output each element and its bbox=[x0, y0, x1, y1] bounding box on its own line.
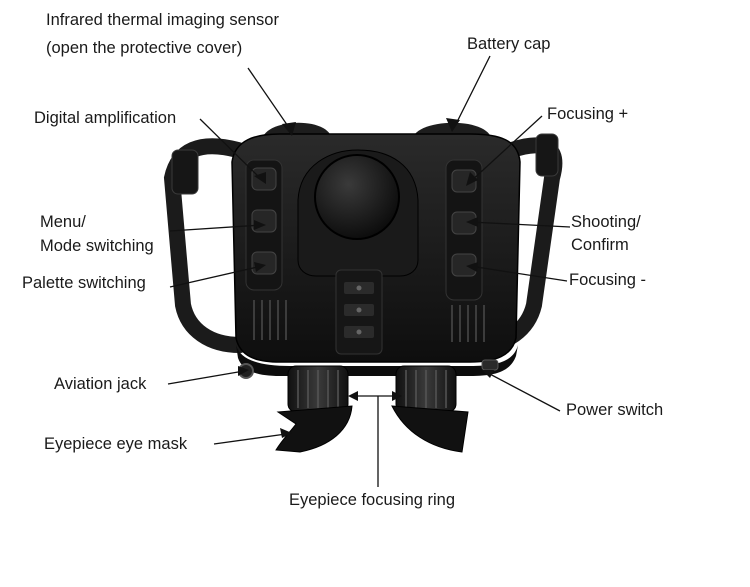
label-digital-amplification: Digital amplification bbox=[34, 109, 177, 127]
label-eyepiece-eye-mask: Eyepiece eye mask bbox=[44, 435, 188, 453]
label-focusing-minus: Focusing - bbox=[569, 271, 647, 289]
label-focusing-plus: Focusing + bbox=[547, 105, 629, 123]
label-menu-line2: Mode switching bbox=[40, 237, 154, 255]
leader-focusing-minus bbox=[469, 265, 568, 282]
right-strap-buckle bbox=[535, 133, 559, 177]
left-grip-ribs bbox=[253, 300, 287, 340]
label-sensor-line2: (open the protective cover) bbox=[46, 39, 243, 57]
leader-battery bbox=[453, 55, 491, 129]
label-sensor-line1: Infrared thermal imaging sensor bbox=[46, 11, 279, 29]
label-palette-switching: Palette switching bbox=[22, 274, 146, 292]
label-power-switch: Power switch bbox=[566, 401, 664, 419]
leader-shooting bbox=[469, 221, 571, 228]
leader-arrowheads bbox=[238, 118, 494, 438]
right-ring-knurl bbox=[405, 370, 447, 408]
label-aviation-jack: Aviation jack bbox=[54, 375, 147, 393]
leader-power-switch bbox=[485, 371, 561, 412]
label-shooting-line2: Confirm bbox=[571, 236, 629, 254]
leader-focusing-plus bbox=[469, 115, 543, 183]
label-shooting-line1: Shooting/ bbox=[571, 213, 641, 231]
leader-aviation-jack bbox=[167, 370, 245, 385]
leader-eye-mask bbox=[213, 433, 287, 445]
leader-sensor bbox=[247, 67, 293, 133]
right-eye-mask bbox=[391, 405, 469, 453]
left-strap-buckle bbox=[171, 149, 199, 195]
right-grip-ribs bbox=[451, 305, 485, 342]
sensor-lens bbox=[314, 154, 400, 240]
power-switch-knob bbox=[481, 359, 499, 371]
leader-menu bbox=[169, 224, 263, 232]
label-menu-line1: Menu/ bbox=[40, 213, 86, 231]
left-ring-knurl bbox=[297, 370, 339, 408]
left-strap bbox=[163, 138, 248, 353]
leader-lines bbox=[167, 55, 571, 487]
leader-digital-amplification bbox=[199, 118, 263, 181]
leader-palette bbox=[169, 265, 263, 288]
label-battery-cap: Battery cap bbox=[467, 35, 551, 53]
label-eyepiece-focusing-ring: Eyepiece focusing ring bbox=[289, 491, 456, 509]
left-eye-mask bbox=[275, 405, 353, 453]
